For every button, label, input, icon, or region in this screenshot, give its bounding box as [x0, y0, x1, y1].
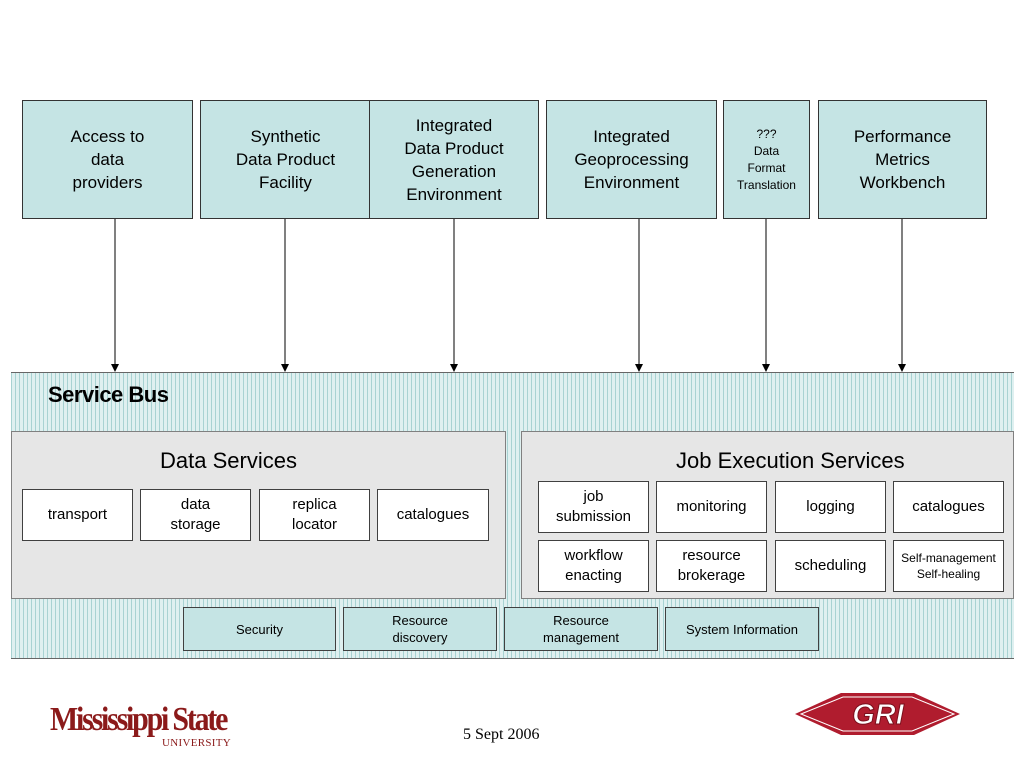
data-catalogues-box: catalogues: [377, 489, 489, 541]
integrated-geoprocessing-environment-box: Integrated Geoprocessing Environment: [546, 100, 717, 219]
synthetic-data-product-facility-box: Synthetic Data Product Facility: [200, 100, 371, 219]
data-services-title: Data Services: [160, 448, 297, 473]
security-box: Security: [183, 607, 336, 651]
msu-logo-sub: UNIVERSITY: [162, 737, 231, 749]
performance-metrics-workbench-box: Performance Metrics Workbench: [818, 100, 987, 219]
resource-discovery-box: Resource discovery: [343, 607, 497, 651]
self-management-box: Self-management Self-healing: [893, 540, 1004, 592]
job-submission-box: job submission: [538, 481, 649, 533]
job-execution-services-title: Job Execution Services: [676, 448, 905, 473]
gri-logo-text: GRI: [852, 699, 905, 731]
access-to-data-providers-box: Access to data providers: [22, 100, 193, 219]
mississippi-state-logo: Mississippi State UNIVERSITY: [50, 700, 235, 755]
system-information-box: System Information: [665, 607, 819, 651]
replica-locator-box: replica locator: [259, 489, 370, 541]
slide-date: 5 Sept 2006: [463, 726, 540, 743]
resource-management-box: Resource management: [504, 607, 658, 651]
integrated-data-product-generation-box: Integrated Data Product Generation Envir…: [369, 100, 539, 219]
logging-box: logging: [775, 481, 886, 533]
resource-brokerage-box: resource brokerage: [656, 540, 767, 592]
transport-box: transport: [22, 489, 133, 541]
data-format-translation-box: ??? Data Format Translation: [723, 100, 810, 219]
msu-logo-main: Mississippi State: [50, 701, 228, 738]
workflow-enacting-box: workflow enacting: [538, 540, 649, 592]
job-catalogues-box: catalogues: [893, 481, 1004, 533]
monitoring-box: monitoring: [656, 481, 767, 533]
service-bus-title: Service Bus: [48, 382, 169, 407]
scheduling-box: scheduling: [775, 540, 886, 592]
gri-logo: GRI: [795, 693, 960, 735]
data-storage-box: data storage: [140, 489, 251, 541]
